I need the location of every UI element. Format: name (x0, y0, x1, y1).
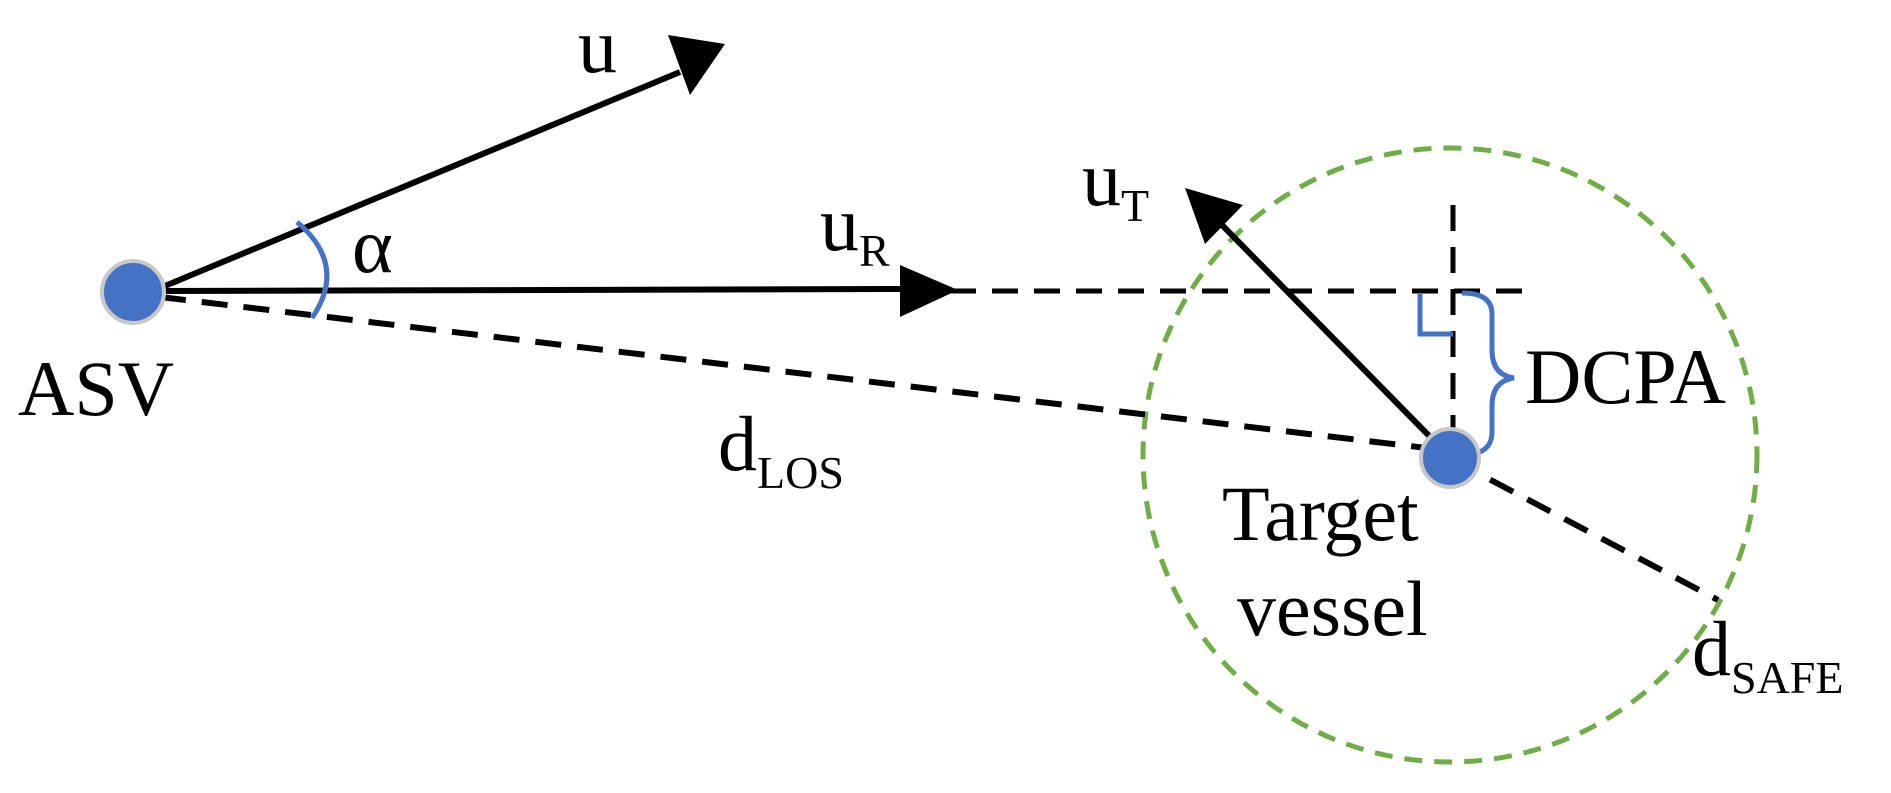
ur-label-base: u (820, 180, 859, 267)
dcpa-label: DCPA (1525, 333, 1726, 420)
dlos-label-base: d (718, 400, 757, 487)
ur-label-sub: R (859, 225, 890, 276)
ut-label-sub: T (1121, 180, 1149, 231)
right-angle-marker (1417, 294, 1453, 337)
relative-velocity-arrowhead (900, 265, 958, 317)
ut-label-base: u (1082, 135, 1121, 222)
asv-velocity-vector (158, 69, 682, 291)
target-velocity-vector (1217, 220, 1446, 453)
ut-label: uT (1082, 135, 1149, 231)
u-label: u (578, 2, 617, 89)
dsafe-label-sub: SAFE (1731, 652, 1843, 703)
target-vessel-label-line1: Target (1222, 470, 1419, 557)
line-of-sight (159, 294, 1444, 453)
target-vessel-marker (1419, 427, 1481, 489)
alpha-label: α (352, 202, 393, 289)
relative-velocity-vector (159, 286, 911, 294)
dlos-label-sub: LOS (757, 447, 844, 498)
asv-vessel-marker (100, 259, 166, 325)
target-velocity-arrowhead (1185, 188, 1243, 244)
dsafe-label-base: d (1692, 605, 1731, 692)
dcpa-brace (1461, 290, 1515, 458)
asv-label: ASV (18, 345, 174, 432)
alpha-angle-arc (295, 220, 330, 320)
target-vessel-label-line2: vessel (1237, 565, 1428, 652)
dlos-label: dLOS (718, 400, 844, 498)
safety-circle (1140, 145, 1760, 765)
dsafe-label: dSAFE (1692, 605, 1843, 703)
safety-radius-line (1451, 457, 1720, 603)
asv-velocity-arrowhead (668, 35, 725, 95)
ur-label: uR (820, 180, 890, 276)
